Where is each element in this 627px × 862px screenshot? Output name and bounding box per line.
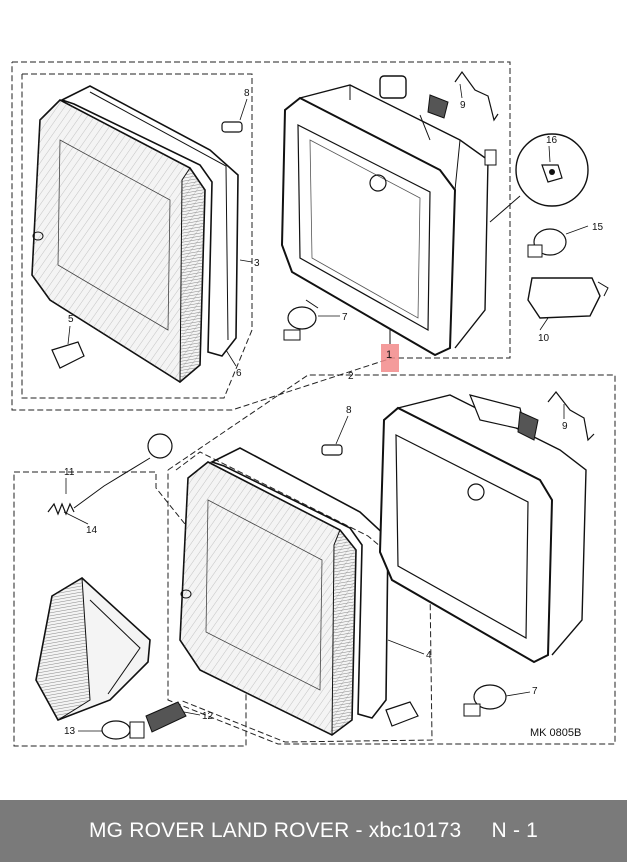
callout-9-upper: 9: [460, 100, 466, 111]
callout-5: 5: [68, 314, 74, 325]
upper-clip-9: [454, 70, 499, 122]
callout-7-upper: 7: [342, 312, 348, 323]
callout-12: 12: [202, 711, 214, 722]
bulb-holder-12: [145, 701, 187, 733]
upper-inner-boundary: [21, 73, 253, 399]
lower-assembly-boundary: [167, 374, 616, 745]
highlight-part-1: [381, 344, 399, 372]
callout-8-lower: 8: [346, 405, 352, 416]
lower-lens: [179, 461, 357, 737]
callout-3: 3: [254, 258, 260, 269]
upper-gasket: [59, 85, 239, 357]
callout-2: 2: [348, 371, 354, 382]
lower-bulb-8: [321, 444, 343, 456]
parts-diagram: 1: [11, 61, 616, 747]
bulb-13: [101, 720, 145, 740]
leader-lines: [63, 83, 589, 732]
lower-bulb-7: [463, 684, 507, 717]
footer-bar: MG ROVER LAND ROVER - xbc10173 N - 1: [0, 800, 627, 862]
callout-7-lower: 7: [532, 686, 538, 697]
callout-4: 4: [426, 650, 432, 661]
lower-gasket: [209, 447, 389, 719]
callout-9-lower: 9: [562, 421, 568, 432]
upper-bulb-7: [283, 299, 319, 341]
lower-clip-9: [547, 391, 595, 442]
callout-11: 11: [64, 467, 75, 478]
inset-detail-16: [489, 133, 589, 223]
side-lamp-10: [527, 277, 609, 319]
callout-15: 15: [592, 222, 604, 233]
lower-housing: [378, 394, 587, 664]
upper-lens: [31, 99, 206, 384]
upper-housing: [280, 75, 497, 357]
callout-1: 1: [386, 349, 392, 361]
callout-16: 16: [546, 135, 558, 146]
upper-bulb-8: [221, 121, 243, 133]
callout-14: 14: [86, 525, 98, 536]
clip-5: [51, 341, 85, 369]
callout-13: 13: [64, 726, 76, 737]
lower-clip-5: [385, 701, 419, 727]
callout-6: 6: [236, 368, 242, 379]
callout-10: 10: [538, 333, 550, 344]
spring-14: [47, 433, 173, 516]
callout-8-upper: 8: [244, 88, 250, 99]
bulb-15: [527, 228, 567, 258]
footer-part-label: MG ROVER LAND ROVER - xbc10173 N - 1: [88, 819, 539, 842]
reference-code: MK 0805B: [530, 727, 581, 739]
indicator-lamp: [35, 577, 151, 721]
